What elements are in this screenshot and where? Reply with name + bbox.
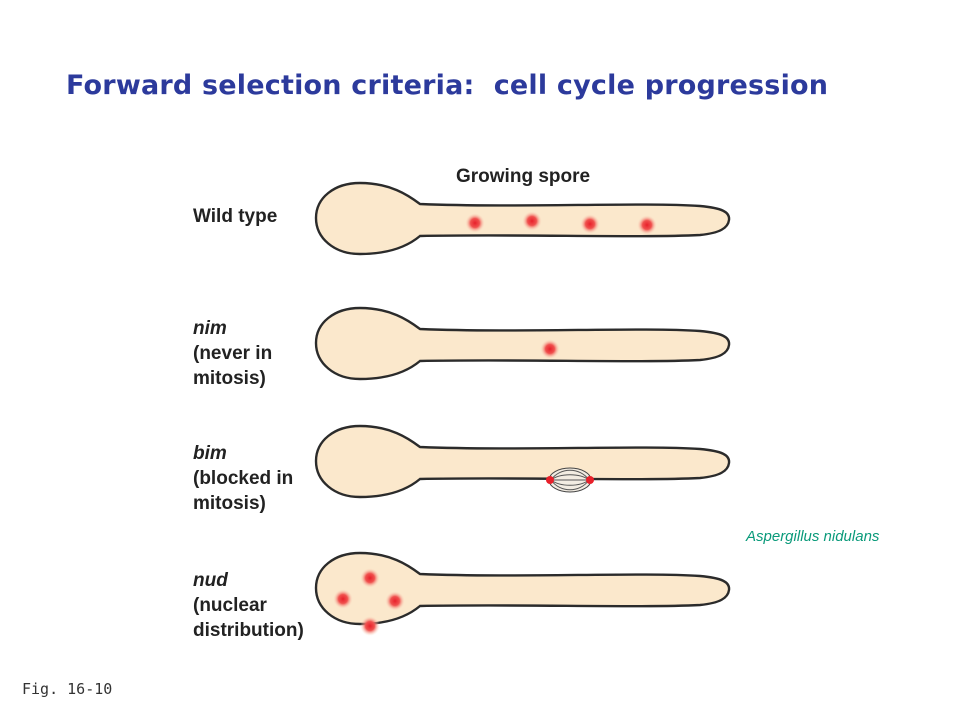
- gene-name-nud: nud: [193, 570, 228, 591]
- nucleus: [385, 591, 405, 611]
- label-wild-type: Wild type: [193, 204, 277, 229]
- gene-desc-nim: (never in mitosis): [193, 343, 273, 389]
- nucleus: [360, 616, 380, 636]
- growing-spore-label: Growing spore: [456, 166, 591, 187]
- nucleus: [637, 215, 657, 235]
- gene-name-bim: bim: [193, 443, 227, 464]
- figure-reference: Fig. 16-10: [22, 680, 113, 698]
- slide-title: Forward selection criteria: cell cycle p…: [66, 70, 829, 101]
- nucleus: [540, 339, 560, 359]
- spore-bim: [314, 424, 731, 499]
- nucleus: [465, 213, 485, 233]
- nucleus: [360, 568, 380, 588]
- gene-desc-nud: (nuclear distribution): [193, 595, 304, 641]
- label-nim: nim (never in mitosis): [193, 316, 293, 391]
- organism-name: Aspergillus nidulans: [746, 528, 880, 545]
- nucleus: [333, 589, 353, 609]
- cell-outline: [314, 551, 731, 626]
- cell-outline: [314, 424, 731, 499]
- label-wild-type-text: Wild type: [193, 206, 278, 227]
- gene-desc-bim: (blocked in mitosis): [193, 468, 294, 514]
- nucleus: [522, 211, 542, 231]
- mitotic-spindle: [546, 467, 594, 493]
- cell-outline: [314, 306, 731, 381]
- label-nud: nud (nuclear distribution): [193, 568, 304, 643]
- spore-wild-type: [314, 181, 731, 256]
- spore-nud: [314, 551, 731, 636]
- spore-nim: [314, 306, 731, 381]
- gene-name-nim: nim: [193, 318, 227, 339]
- label-bim: bim (blocked in mitosis): [193, 441, 313, 516]
- nucleus: [580, 214, 600, 234]
